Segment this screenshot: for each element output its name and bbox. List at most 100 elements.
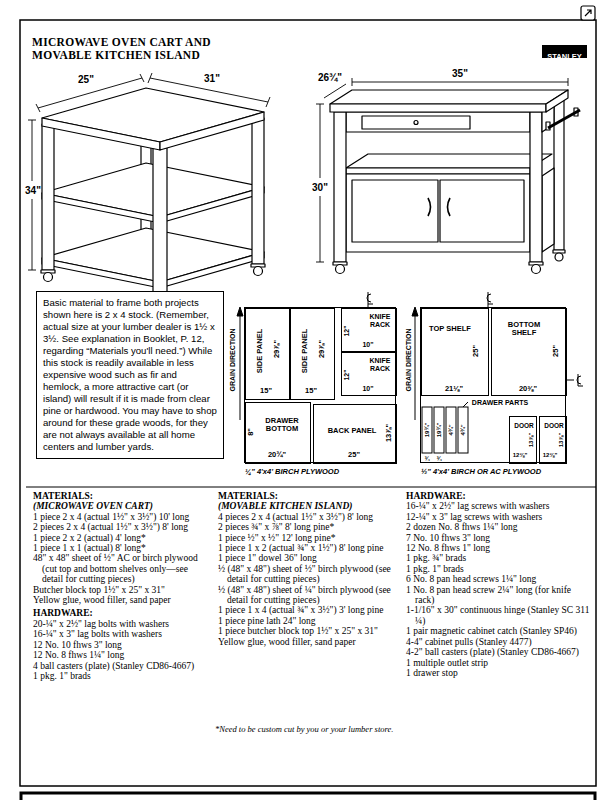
piece-name: TOP SHELF <box>428 325 472 333</box>
footnote: *Need to be custom cut by you or your lu… <box>215 724 393 734</box>
dimension-label: 31" <box>204 73 220 84</box>
list-item: 1 piece 1" dowel 36" long <box>218 553 400 563</box>
list-item: 2 pieces 2 x 4 (actual 1½" x 3½") 8' lon… <box>33 522 211 532</box>
cut-dimension: 21⅛" <box>445 385 463 393</box>
list-item: Yellow glue, wood filler, sand paper <box>218 637 400 647</box>
list-item: 1 multiple outlet strip <box>406 658 590 668</box>
list-item: 1 pkg. 1" brads <box>33 671 211 681</box>
list-heading: (MOVABLE KITCHEN ISLAND) <box>218 501 400 511</box>
list-item: 48" x 48" sheet of ½" AC or birch plywoo… <box>33 553 211 584</box>
dimension-label: 26¾" <box>318 72 342 83</box>
note-box: Basic material to frame both projects sh… <box>36 291 224 459</box>
list-item: 1 piece butcher block top 1½" x 25" x 31… <box>218 626 400 636</box>
cut-dimension: 13⅞" <box>385 424 393 442</box>
list-heading: HARDWARE: <box>33 608 211 618</box>
page-border <box>20 20 596 786</box>
list-heading: MATERIALS: <box>33 491 211 501</box>
list-item: 1 No. 8 pan head screw 2¼" long (for kni… <box>406 585 590 606</box>
cut-dimension: 4¾" <box>460 424 467 435</box>
cut-dimension: 19¾" <box>424 423 431 438</box>
cut-dimension: 25" <box>348 451 360 459</box>
piece-name: BOTTOM SHELF <box>499 321 549 338</box>
cut-dimension: 13⅞" <box>558 433 565 448</box>
list-item: ½ (48" x 48") sheet of ¼" birch plywood … <box>218 585 400 606</box>
cut-dimension: 8" <box>247 428 255 436</box>
cut-dimension: 13⅞" <box>528 433 535 448</box>
island-dimension-lines <box>316 78 568 262</box>
sheet-caption: ¼" 4'x4' BIRCH PLYWOOD <box>245 467 339 476</box>
brand-badge: STANLEY <box>542 45 587 58</box>
list-item: 1 piece 1 x 2 (actual ¾" x 1½") 8' long … <box>218 543 400 553</box>
page-title: MICROWAVE OVEN CART AND MOVABLE KITCHEN … <box>32 36 242 62</box>
piece-name: SIDE PANEL <box>256 329 264 373</box>
note-text: Basic material to frame both projects sh… <box>43 297 217 453</box>
list-item: 12 No. 10 fhws 3" long <box>33 640 211 650</box>
list-item: 1 pair magnetic cabinet catch (Stanley S… <box>406 626 590 636</box>
list-item: 2 pieces ¾" x ⅞" 8' long pine* <box>218 522 400 532</box>
dimension-label: 34" <box>25 185 41 196</box>
cut-dimension: 25" <box>472 345 480 357</box>
piece-name: DOOR <box>514 422 534 429</box>
list-item: 16-¼" x 3" lag bolts with washers <box>33 629 211 639</box>
cut-dimension: 10" <box>362 341 373 349</box>
plywood-sheet: ¼" 4'x4' BIRCH PLYWOODSIDE PANELSIDE PAN… <box>244 307 396 463</box>
part-label: DRAWER PARTS <box>472 399 528 407</box>
list-item: 6 No. 8 pan head screws 1¼" long <box>406 574 590 584</box>
cut-dimension: 12" <box>343 369 351 380</box>
cut-dimension: 29⅞" <box>318 340 326 358</box>
list-item: 12 No. 8 fhws 1¼" long <box>33 650 211 660</box>
piece-name: DRAWER BOTTOM <box>257 417 307 434</box>
list-item: 1 piece 1 x 1 (actual) 8' long* <box>33 543 211 553</box>
piece-name: SIDE PANEL <box>301 329 309 373</box>
list-item: 1 piece 2 x 2 (actual) 4' long* <box>33 533 211 543</box>
list-item: ½ (48" x 48") sheet of ½" birch plywood … <box>218 564 400 585</box>
material-column: MATERIALS:(MICROWAVE OVEN CART)1 piece 2… <box>33 491 211 681</box>
cut-dimension: 12" <box>343 325 351 336</box>
cut-dimension: 20¾" <box>268 451 286 459</box>
list-item: 4-2" ball casters (plate) (Stanley CD86-… <box>406 647 590 657</box>
cut-dimension: 29⅞" <box>273 340 281 358</box>
list-item: 1 pkg. 1" brads <box>406 564 590 574</box>
list-item: Yellow glue, wood filler, sand paper <box>33 595 211 605</box>
list-item: 4 ball casters (plate) (Stanley CD86-466… <box>33 661 211 671</box>
list-heading: (MICROWAVE OVEN CART) <box>33 501 211 511</box>
material-column: HARDWARE:16-¼" x 2½" lag screws with was… <box>406 491 590 678</box>
plywood-sheet: ½" 4'x4' BIRCH OR AC PLYWOODTOP SHELFBOT… <box>420 307 566 463</box>
cutting-diagram-marks <box>237 292 583 453</box>
cut-dimension: ¾ <box>424 456 429 463</box>
dimension-label: 35" <box>452 68 468 79</box>
sheet-caption: ½" 4'x4' BIRCH OR AC PLYWOOD <box>421 467 541 476</box>
list-item: 1 piece 1 x 4 (actual ¾" x 3½") 3' long … <box>218 605 400 615</box>
cut-dimension: 20⅜" <box>519 385 537 393</box>
grain-label: GRAIN DIRECTION <box>229 329 237 392</box>
list-item: 1-1/16" x 30" continuous hinge (Stanley … <box>406 605 590 626</box>
list-item: 1 piece pine lath 24" long <box>218 616 400 626</box>
piece-name: BACK PANEL <box>325 427 380 435</box>
list-item: 16-¼" x 2½" lag screws with washers <box>406 501 590 511</box>
next-page-edge <box>21 793 595 800</box>
list-heading: HARDWARE: <box>406 491 590 501</box>
dimension-label: 25" <box>78 74 94 85</box>
cut-dimension: 15" <box>260 387 272 395</box>
section-rule <box>26 487 596 488</box>
list-item: 7 No. 10 fhws 3" long <box>406 533 590 543</box>
list-item: 1 drawer stop <box>406 668 590 678</box>
list-item: 1 pkg. ¾" brads <box>406 553 590 563</box>
list-item: 20-¼" x 2½" lag bolts with washers <box>33 619 211 629</box>
cut-dimension: 25" <box>552 345 560 357</box>
list-item: 1 piece 2 x 4 (actual 1½" x 3½") 10' lon… <box>33 512 211 522</box>
dimension-label: 30" <box>312 182 328 193</box>
cut-dimension: 12⅜" <box>543 452 558 459</box>
cut-dimension: 19¾" <box>436 423 443 438</box>
cut-dimension: 4¾" <box>448 424 455 435</box>
piece-name: KNIFE RACK <box>365 313 395 328</box>
cut-dimension: 12⅜" <box>513 452 528 459</box>
list-item: 4-4" cabinet pulls (Stanley 4477) <box>406 637 590 647</box>
piece-name: KNIFE RACK <box>365 357 395 372</box>
list-item: 2 dozen No. 8 fhws 1¼" long <box>406 522 590 532</box>
cart-drawing <box>41 88 265 304</box>
material-column: MATERIALS:(MOVABLE KITCHEN ISLAND)4 piec… <box>218 491 400 647</box>
brand-name: STANLEY <box>547 50 581 63</box>
list-item: Butcher block top 1½" x 25" x 31" <box>33 585 211 595</box>
